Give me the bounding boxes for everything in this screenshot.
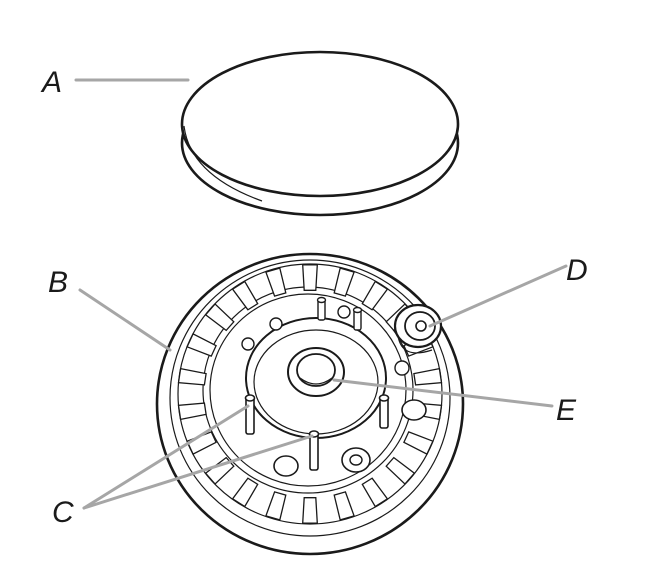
igniter-housing (393, 303, 443, 354)
callout-label-e: E (556, 394, 577, 427)
callout-label-d: D (566, 254, 588, 287)
callout-label-c: C (52, 496, 74, 529)
burner-port (231, 280, 259, 311)
base-holes (241, 305, 427, 477)
callout-labels: A B C D E (40, 66, 588, 529)
leader-line-d (428, 264, 568, 328)
leader-line-c1 (82, 404, 250, 510)
burner-port (333, 491, 355, 521)
burner-port (413, 367, 443, 386)
burner-port (385, 456, 416, 485)
gas-outlet-center (287, 347, 345, 397)
burner-port (302, 264, 318, 291)
locating-pins (244, 296, 390, 471)
burner-port (177, 402, 207, 421)
callout-label-b: B (48, 266, 68, 299)
leader-line-b (78, 288, 172, 352)
burner-port (361, 477, 389, 508)
leader-line-c2 (82, 434, 314, 510)
burner-port (403, 431, 434, 455)
burner-port (186, 333, 217, 357)
burner-port (265, 267, 287, 297)
locating-pin (352, 306, 363, 331)
burner-ports (177, 264, 443, 524)
burner-port (265, 491, 287, 521)
burner-hub (245, 317, 387, 439)
burner-cap (180, 50, 460, 217)
burner-port (204, 303, 235, 332)
burner-port (186, 431, 217, 455)
burner-port (177, 367, 207, 386)
burner-port (361, 280, 389, 311)
leader-lines (74, 78, 568, 510)
burner-port (231, 477, 259, 508)
locating-pin (308, 430, 320, 471)
locating-pin (244, 394, 256, 435)
locating-pin (378, 394, 390, 429)
locating-pin (316, 296, 327, 321)
leader-line-e (332, 378, 554, 408)
burner-port (302, 497, 318, 524)
callout-label-a: A (40, 66, 62, 99)
burner-port (333, 267, 355, 297)
